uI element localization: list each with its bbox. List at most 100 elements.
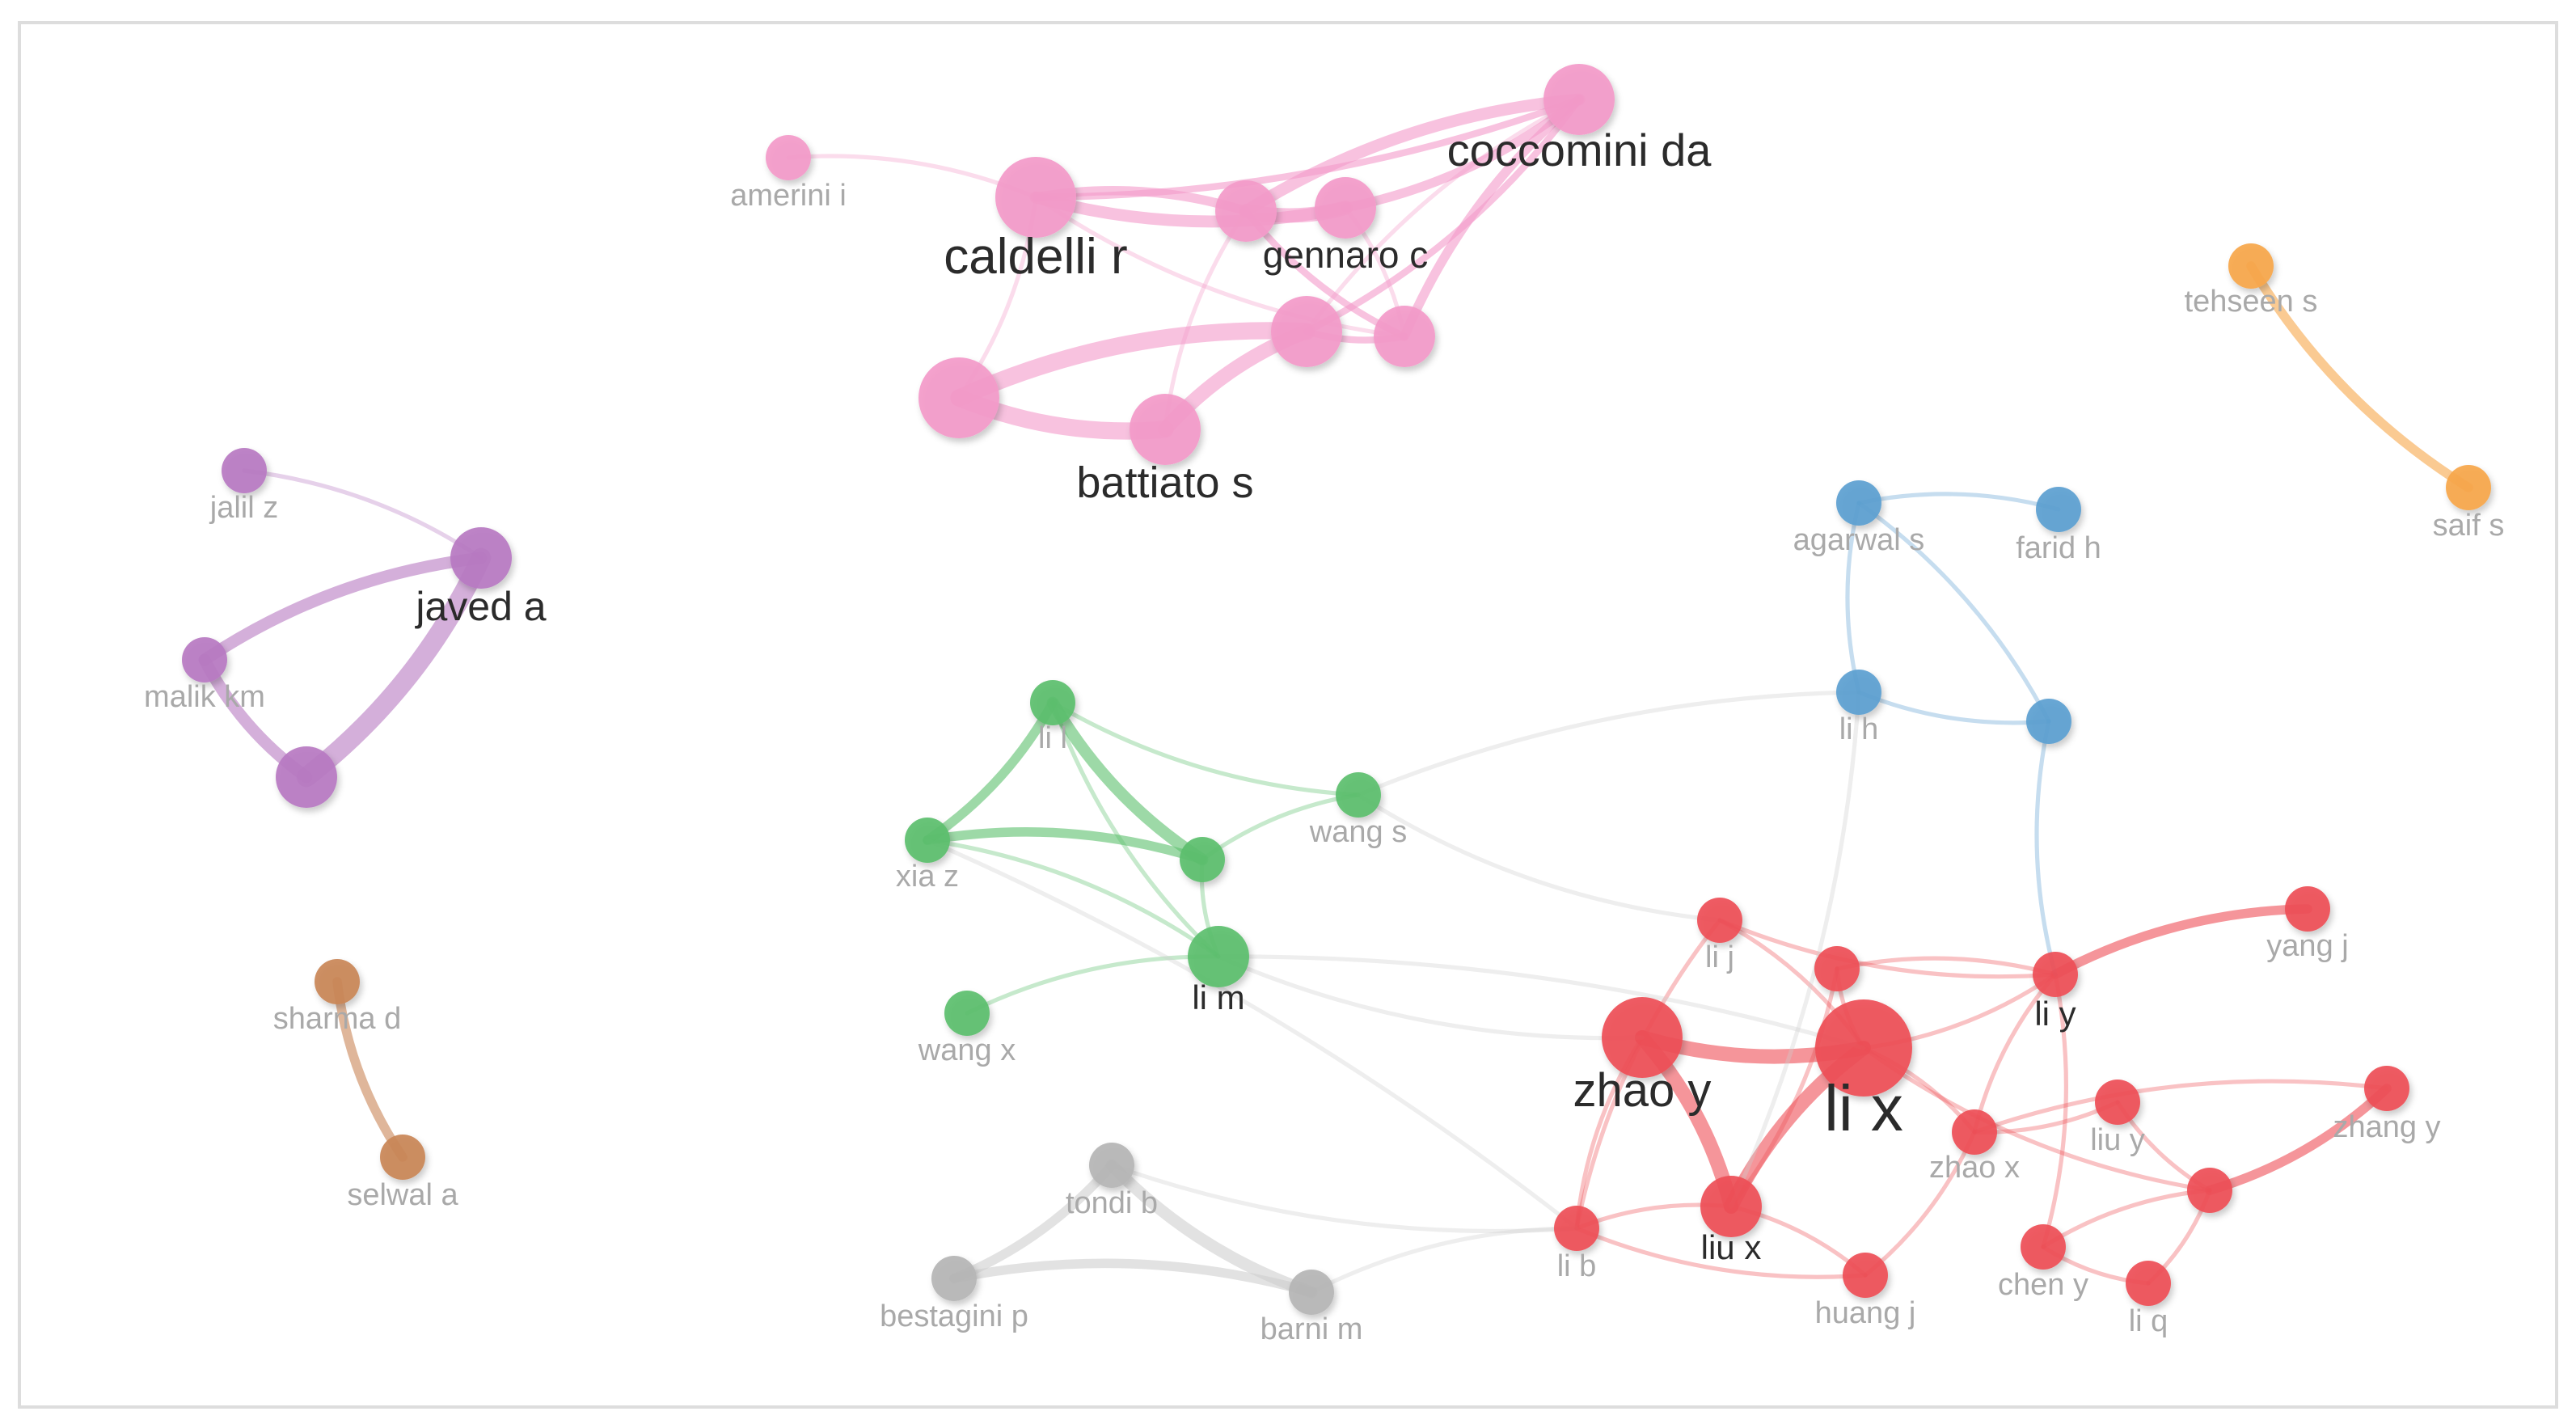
label-huang-j: huang j <box>1815 1296 1916 1330</box>
node-liu-y[interactable] <box>2095 1080 2140 1125</box>
edge-jalil-z-javed-a <box>242 468 484 560</box>
edge-li-m-li-x <box>1216 954 1866 1050</box>
label-liu-x: liu x <box>1701 1228 1762 1266</box>
label-tondi-b: tondi b <box>1066 1186 1158 1220</box>
node-zhao-y[interactable] <box>1602 997 1683 1078</box>
node-pink-node-c[interactable] <box>1374 306 1435 367</box>
edge-sharma-d-selwal-a <box>332 977 408 1162</box>
edge-li-h-blue-node-a <box>1856 690 2051 725</box>
label-coccomini-da: coccomini da <box>1447 125 1712 175</box>
edge-agarwal-s-li-h <box>1845 501 1861 695</box>
node-green-node-a[interactable] <box>1180 837 1225 882</box>
edge-xia-z-li-m <box>925 838 1221 959</box>
label-li-l: li l <box>1038 721 1067 755</box>
nodes-layer <box>182 64 2491 1315</box>
edge-barni-m-li-b <box>1309 1226 1579 1295</box>
node-saif-s[interactable] <box>2446 465 2491 510</box>
label-battiato-s: battiato s <box>1076 458 1253 507</box>
node-gennaro-c[interactable] <box>1215 180 1277 242</box>
node-agarwal-s[interactable] <box>1836 480 1881 526</box>
edge-li-y-yang-j <box>2050 904 2312 979</box>
node-caldelli-r[interactable] <box>995 157 1076 238</box>
label-li-j: li j <box>1705 940 1734 974</box>
edge-tehseen-s-saif-s <box>2246 261 2473 492</box>
label-amerini-i: amerini i <box>730 179 847 213</box>
node-zhang-y[interactable] <box>2364 1066 2409 1111</box>
edge-javed-a-purple-node-a <box>296 547 492 788</box>
node-bestagini-p[interactable] <box>931 1256 977 1301</box>
label-jalil-z: jalil z <box>209 491 278 525</box>
edge-tondi-b-li-b <box>1109 1163 1579 1234</box>
edge-red-node-a-li-y <box>1835 956 2058 977</box>
edge-caldelli-r-pink-node-c <box>1033 195 1407 339</box>
node-chen-y[interactable] <box>2021 1224 2066 1270</box>
edge-javed-a-malik-km <box>198 551 488 666</box>
label-caldelli-r: caldelli r <box>944 229 1127 285</box>
node-tondi-b[interactable] <box>1089 1143 1134 1188</box>
node-wang-x[interactable] <box>944 991 990 1036</box>
node-red-node-b[interactable] <box>2187 1168 2232 1213</box>
node-jalil-z[interactable] <box>222 448 267 493</box>
edge-li-l-xia-z <box>923 698 1058 845</box>
edge-li-y-chen-y <box>2041 972 2069 1249</box>
node-yang-j[interactable] <box>2285 886 2330 932</box>
label-tehseen-s: tehseen s <box>2185 285 2318 319</box>
node-li-j[interactable] <box>1697 898 1742 943</box>
edge-gennaro-c-coccomini-da <box>1239 93 1586 218</box>
node-tehseen-s[interactable] <box>2228 243 2274 289</box>
node-xia-z[interactable] <box>905 818 950 863</box>
node-li-q[interactable] <box>2126 1261 2171 1306</box>
node-coccomini-da[interactable] <box>1543 64 1615 135</box>
edge-wang-s-li-j <box>1356 792 1722 923</box>
edge-li-h-liu-x <box>1729 690 1861 1209</box>
node-li-b[interactable] <box>1554 1206 1599 1251</box>
node-farid-h[interactable] <box>2036 487 2081 532</box>
node-blue-node-a[interactable] <box>2026 699 2071 744</box>
node-barni-m[interactable] <box>1289 1270 1334 1315</box>
node-sharma-d[interactable] <box>315 959 360 1004</box>
node-pink-node-a[interactable] <box>1315 177 1376 239</box>
node-battiato-s[interactable] <box>1130 394 1201 465</box>
node-amerini-i[interactable] <box>766 135 811 180</box>
edge-li-x-red-node-b <box>1861 1046 2212 1193</box>
node-pink-node-d[interactable] <box>918 357 999 438</box>
node-li-m[interactable] <box>1188 926 1249 987</box>
edge-li-l-wang-s <box>1050 700 1361 797</box>
node-huang-j[interactable] <box>1843 1253 1888 1298</box>
label-javed-a: javed a <box>414 584 546 629</box>
label-barni-m: barni m <box>1261 1312 1363 1346</box>
node-li-l[interactable] <box>1030 680 1075 725</box>
edge-bestagini-p-barni-m <box>949 1258 1316 1297</box>
edge-zhao-x-zhang-y <box>1972 1079 2389 1135</box>
edge-red-node-a-liu-x <box>1729 966 1839 1209</box>
edge-zhao-x-huang-j <box>1863 1130 1977 1278</box>
node-wang-s[interactable] <box>1336 772 1381 818</box>
node-purple-node-a[interactable] <box>276 746 337 808</box>
node-pink-node-b[interactable] <box>1271 296 1342 367</box>
node-li-x[interactable] <box>1815 999 1912 1097</box>
node-zhao-x[interactable] <box>1952 1109 1997 1155</box>
label-sharma-d: sharma d <box>273 1002 401 1036</box>
edge-xia-z-li-b <box>925 838 1579 1231</box>
node-red-node-a[interactable] <box>1814 946 1860 991</box>
label-xia-z: xia z <box>896 860 959 894</box>
node-malik-km[interactable] <box>182 637 227 682</box>
node-selwal-a[interactable] <box>380 1135 425 1180</box>
edge-pink-node-b-coccomini-da <box>1304 97 1581 334</box>
label-farid-h: farid h <box>2016 531 2101 565</box>
edge-li-m-zhao-y <box>1216 954 1645 1041</box>
label-li-q: li q <box>2129 1304 2168 1338</box>
edge-li-l-li-m <box>1050 700 1221 959</box>
node-li-h[interactable] <box>1836 670 1881 715</box>
label-malik-km: malik km <box>144 680 265 714</box>
label-li-x: li x <box>1824 1072 1903 1144</box>
edge-li-j-li-y <box>1717 918 2058 979</box>
node-li-y[interactable] <box>2033 952 2078 997</box>
node-liu-x[interactable] <box>1700 1176 1762 1237</box>
node-javed-a[interactable] <box>450 527 512 589</box>
label-li-m: li m <box>1192 978 1244 1016</box>
label-li-y: li y <box>2034 995 2076 1033</box>
